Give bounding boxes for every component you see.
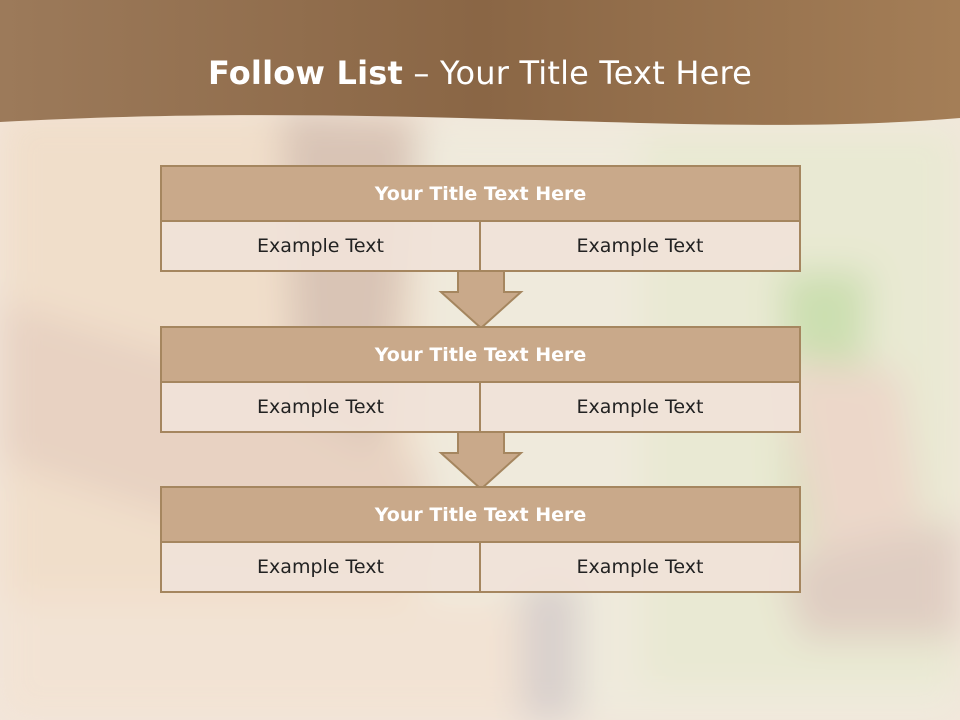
header-band: [0, 0, 960, 125]
step-3-title: Your Title Text Here: [160, 486, 801, 543]
slide-title-rest: – Your Title Text Here: [403, 54, 753, 92]
step-2-right-cell: Example Text: [479, 383, 801, 433]
slide-title: Follow List – Your Title Text Here: [0, 54, 960, 92]
step-1: Your Title Text Here Example Text Exampl…: [160, 165, 801, 272]
step-1-title: Your Title Text Here: [160, 165, 801, 222]
down-arrow-icon: [438, 270, 524, 330]
step-2: Your Title Text Here Example Text Exampl…: [160, 326, 801, 433]
slide-title-bold: Follow List: [207, 54, 404, 92]
step-3: Your Title Text Here Example Text Exampl…: [160, 486, 801, 593]
step-1-left-cell: Example Text: [160, 222, 481, 272]
down-arrow-icon: [438, 431, 524, 491]
step-2-title: Your Title Text Here: [160, 326, 801, 383]
step-2-left-cell: Example Text: [160, 383, 481, 433]
step-3-right-cell: Example Text: [479, 543, 801, 593]
step-3-left-cell: Example Text: [160, 543, 481, 593]
step-1-right-cell: Example Text: [479, 222, 801, 272]
